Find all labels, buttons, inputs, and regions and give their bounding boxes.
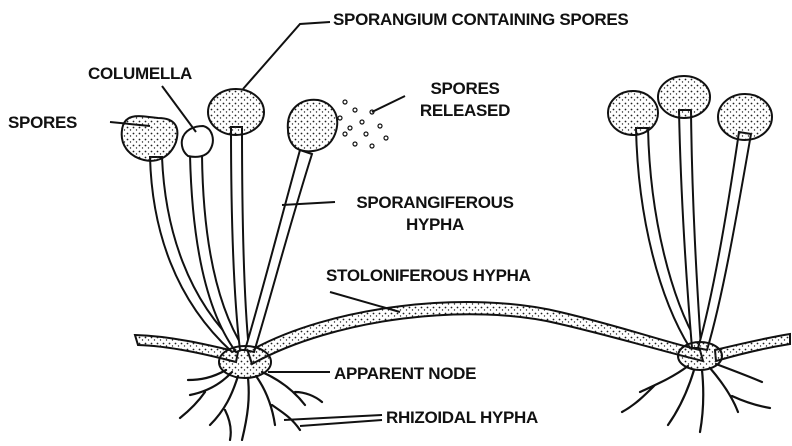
sporangium-right-3 xyxy=(718,94,772,140)
leader-sporangium xyxy=(243,22,330,89)
label-spores-released-1: SPORES xyxy=(410,79,520,99)
sporangium-dehisced xyxy=(122,116,178,161)
label-sporangiferous-1: SPORANGIFEROUS xyxy=(340,193,530,213)
sporangiophore-right-3 xyxy=(698,132,751,350)
label-apparent-node: APPARENT NODE xyxy=(334,364,476,384)
columella-structure xyxy=(182,126,213,157)
sporangium-right-2 xyxy=(658,76,710,118)
sporangiophore-left-3 xyxy=(231,127,249,350)
label-columella: COLUMELLA xyxy=(88,64,192,84)
sporangiophore-left-4 xyxy=(245,150,312,352)
rhizoids-right xyxy=(622,364,770,432)
label-stoloniferous: STOLONIFEROUS HYPHA xyxy=(326,266,531,286)
right-stolon-stub xyxy=(715,334,790,361)
leader-rhizoidal-1 xyxy=(284,415,382,420)
leader-spores-released xyxy=(372,96,405,112)
leader-rhizoidal-2 xyxy=(300,420,382,426)
leader-stoloniferous xyxy=(330,292,400,312)
label-sporangium: SPORANGIUM CONTAINING SPORES xyxy=(333,10,628,30)
label-spores-released-2: RELEASED xyxy=(410,101,520,121)
label-sporangiferous-2: HYPHA xyxy=(340,215,530,235)
rhizoids-left xyxy=(180,370,322,440)
apparent-node-right xyxy=(678,342,722,370)
sporangium-right-1 xyxy=(608,91,658,135)
label-spores: SPORES xyxy=(8,113,77,133)
sporangium-releasing xyxy=(288,100,337,151)
label-rhizoidal: RHIZOIDAL HYPHA xyxy=(386,408,538,428)
sporangium-large xyxy=(208,89,264,135)
stolon-hypha xyxy=(248,302,703,364)
